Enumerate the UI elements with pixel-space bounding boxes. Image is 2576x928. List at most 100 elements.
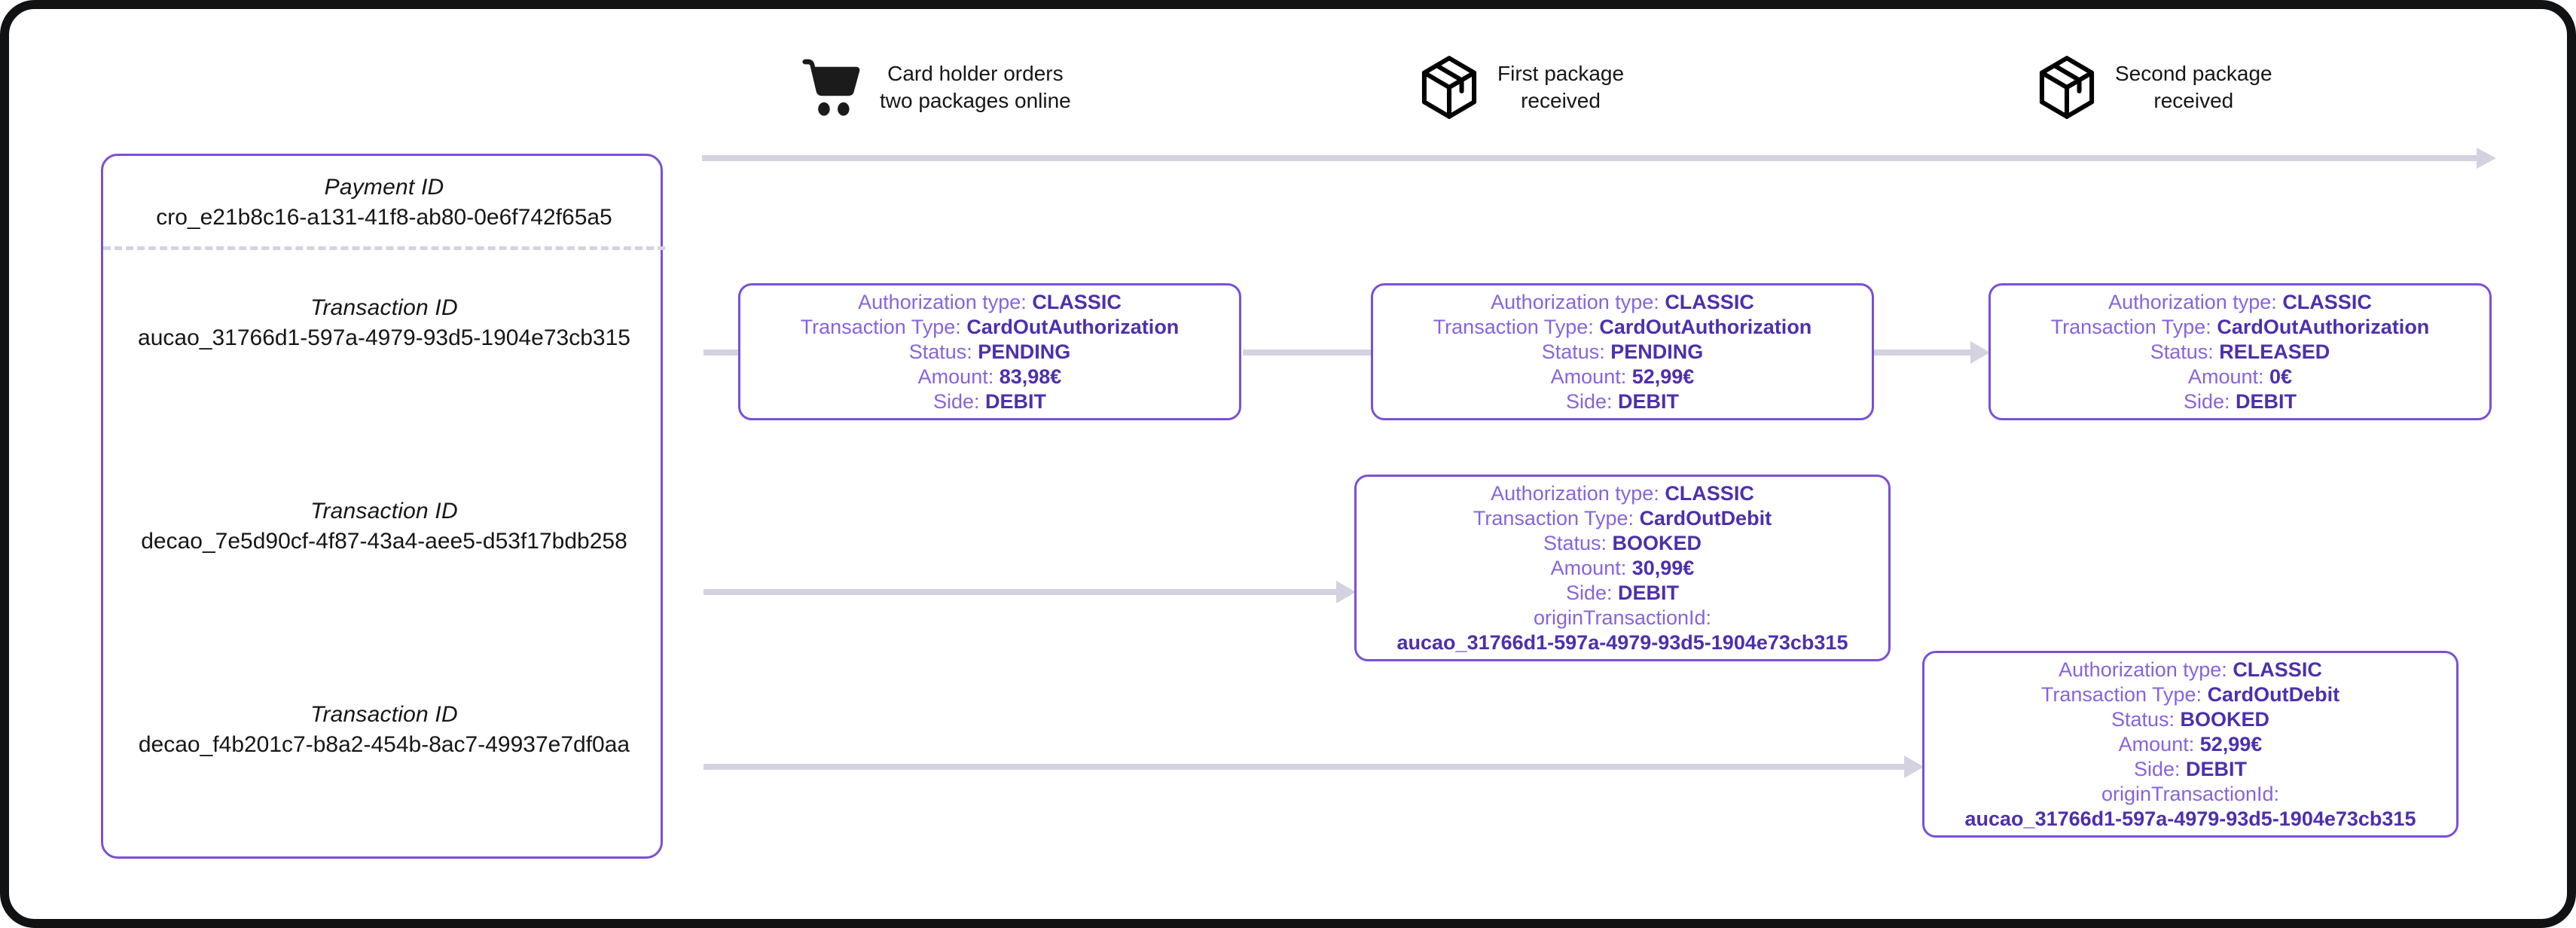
field-value: 52,99€ <box>2199 732 2263 756</box>
card-field-origin-transaction-label: originTransactionId: <box>2101 782 2280 805</box>
transaction-card-authorization-pending-partial[interactable]: Authorization type: CLASSIC Transaction … <box>1371 283 1874 420</box>
milestone-label: Card holder orders two packages online <box>880 62 1071 112</box>
field-value: PENDING <box>1610 340 1704 363</box>
field-label: Amount: <box>1550 556 1627 579</box>
connector-debit-card-1-arrowhead-icon <box>1336 581 1356 603</box>
transaction-id-block-3: Transaction ID decao_f4b201c7-b8a2-454b-… <box>114 700 655 760</box>
card-field-authorization-type: Authorization type: CLASSIC <box>1491 290 1754 315</box>
field-label: Status: <box>908 340 972 363</box>
package-box-icon <box>1421 56 1477 119</box>
field-value: CLASSIC <box>1665 290 1754 313</box>
transaction-id-block-2: Transaction ID decao_7e5d90cf-4f87-43a4-… <box>114 496 655 557</box>
transaction-id-value: decao_7e5d90cf-4f87-43a4-aee5-d53f17bdb2… <box>141 529 627 554</box>
field-value: CardOutAuthorization <box>1599 315 1812 338</box>
transaction-card-authorization-released[interactable]: Authorization type: CLASSIC Transaction … <box>1988 283 2492 420</box>
field-value: DEBIT <box>1618 389 1680 413</box>
payment-id-block: Payment ID cro_e21b8c16-a131-41f8-ab80-0… <box>114 172 655 233</box>
connector-card1-to-card2 <box>1243 350 1372 356</box>
field-label: Transaction Type: <box>1473 506 1634 530</box>
field-value: DEBIT <box>985 389 1047 413</box>
field-value: CLASSIC <box>2233 658 2322 681</box>
field-label: Side: <box>1565 389 1613 413</box>
field-value: DEBIT <box>2236 389 2297 413</box>
card-field-transaction-type: Transaction Type: CardOutAuthorization <box>2051 315 2430 340</box>
connector-panel-to-debit-card-1 <box>704 589 1336 595</box>
card-field-amount: Amount: 83,98€ <box>918 365 1062 389</box>
field-value: 52,99€ <box>1631 365 1695 388</box>
card-field-status: Status: PENDING <box>909 340 1071 365</box>
timeline-arrowhead-icon <box>2477 148 2496 169</box>
field-value: CLASSIC <box>2282 290 2372 313</box>
timeline-axis <box>702 155 2478 161</box>
card-field-amount: Amount: 30,99€ <box>1551 556 1695 581</box>
connector-card2-to-card3 <box>1860 350 1970 356</box>
connector-card2-to-card3-arrowhead-icon <box>1970 341 1990 364</box>
milestone-3: Second package received <box>2032 53 2272 122</box>
card-field-status: Status: RELEASED <box>2150 340 2330 365</box>
card-field-authorization-type: Authorization type: CLASSIC <box>2059 658 2322 682</box>
field-value: 83,98€ <box>999 365 1062 388</box>
field-label: Authorization type: <box>1491 290 1659 313</box>
field-label: Side: <box>2133 757 2181 780</box>
card-field-amount: Amount: 0€ <box>2188 365 2292 389</box>
card-field-status: Status: BOOKED <box>1543 531 1702 556</box>
card-field-amount: Amount: 52,99€ <box>2119 732 2263 757</box>
field-label: Transaction Type: <box>800 315 961 338</box>
field-value: CardOutDebit <box>1639 506 1772 530</box>
field-value: PENDING <box>978 340 1071 363</box>
field-label: Side: <box>2183 389 2230 413</box>
card-field-transaction-type: Transaction Type: CardOutAuthorization <box>1433 315 1812 340</box>
payment-id-value: cro_e21b8c16-a131-41f8-ab80-0e6f742f65a5 <box>156 205 612 230</box>
transaction-card-debit-second-package[interactable]: Authorization type: CLASSIC Transaction … <box>1922 651 2458 838</box>
field-label: Status: <box>1541 340 1605 363</box>
card-field-side: Side: DEBIT <box>2134 757 2247 782</box>
transaction-id-block-1: Transaction ID aucao_31766d1-597a-4979-9… <box>114 293 655 353</box>
package-box-icon <box>2039 56 2095 119</box>
field-label: Status: <box>1543 531 1607 554</box>
field-label: Amount: <box>917 365 994 388</box>
connector-panel-to-debit-card-2 <box>704 764 1904 770</box>
transaction-id-label: Transaction ID <box>310 295 458 320</box>
field-value: 30,99€ <box>1631 556 1695 579</box>
field-label: Side: <box>932 389 980 413</box>
field-label: Transaction Type: <box>2040 682 2202 706</box>
card-field-status: Status: BOOKED <box>2111 707 2269 732</box>
panel-divider <box>103 246 665 250</box>
card-field-origin-transaction-value: aucao_31766d1-597a-4979-93d5-1904e73cb31… <box>1396 630 1848 654</box>
card-field-amount: Amount: 52,99€ <box>1551 365 1695 389</box>
transaction-card-authorization-pending-initial[interactable]: Authorization type: CLASSIC Transaction … <box>738 283 1241 420</box>
transaction-card-debit-first-package[interactable]: Authorization type: CLASSIC Transaction … <box>1354 475 1891 661</box>
field-label: Transaction Type: <box>1433 315 1594 338</box>
card-field-side: Side: DEBIT <box>1566 581 1679 606</box>
field-value: CardOutAuthorization <box>2217 315 2430 338</box>
identifiers-panel: Payment ID cro_e21b8c16-a131-41f8-ab80-0… <box>101 154 665 859</box>
milestone-label: Second package received <box>2115 62 2272 112</box>
transaction-id-value: aucao_31766d1-597a-4979-93d5-1904e73cb31… <box>138 325 630 350</box>
card-field-transaction-type: Transaction Type: CardOutAuthorization <box>801 315 1180 340</box>
card-field-transaction-type: Transaction Type: CardOutDebit <box>1473 506 1772 531</box>
connector-panel-to-card-1 <box>704 350 744 356</box>
card-field-authorization-type: Authorization type: CLASSIC <box>858 290 1122 315</box>
card-field-side: Side: DEBIT <box>933 389 1046 414</box>
card-field-side: Side: DEBIT <box>2184 389 2297 414</box>
field-value: CLASSIC <box>1665 481 1754 505</box>
milestone-2: First package received <box>1415 53 1624 122</box>
milestone-1: Card holder orders two packages online <box>797 53 1071 122</box>
card-field-authorization-type: Authorization type: CLASSIC <box>1491 481 1754 506</box>
transaction-id-label: Transaction ID <box>310 499 458 524</box>
transaction-id-label: Transaction ID <box>310 702 458 727</box>
field-label: Authorization type: <box>2108 290 2277 313</box>
field-label: Side: <box>1565 581 1613 604</box>
shopping-cart-icon <box>802 59 860 116</box>
field-label: Amount: <box>2118 732 2195 756</box>
card-field-origin-transaction-label: originTransactionId: <box>1533 606 1712 629</box>
field-label: Authorization type: <box>858 290 1027 313</box>
field-value: DEBIT <box>1618 581 1680 604</box>
connector-debit-card-2-arrowhead-icon <box>1904 756 1924 778</box>
field-label: Authorization type: <box>2059 658 2227 681</box>
field-value: CardOutAuthorization <box>966 315 1180 338</box>
field-label: Status: <box>2150 340 2214 363</box>
field-value: CLASSIC <box>1032 290 1122 313</box>
field-label: Authorization type: <box>1491 481 1659 505</box>
